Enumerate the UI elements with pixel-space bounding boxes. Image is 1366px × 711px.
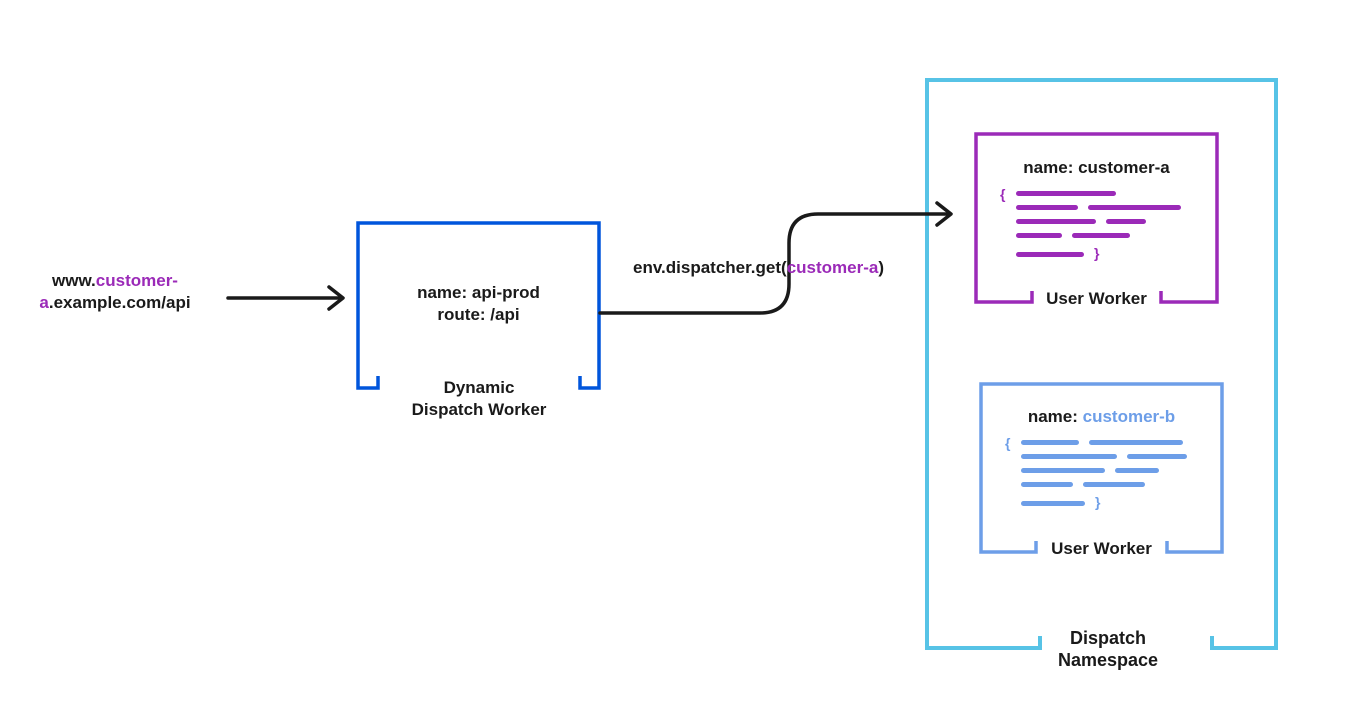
worker-a-caption: User Worker — [1046, 289, 1147, 308]
dispatch-namespace-box — [925, 78, 1278, 650]
worker-b-caption: User Worker — [1051, 539, 1152, 558]
dispatch-call-param: customer-a — [786, 258, 879, 277]
close-brace-glyph: } — [1094, 245, 1100, 261]
dispatch-call-label: env.dispatcher.get(customer-a) — [633, 258, 884, 277]
worker-b-code-lines-illustration: { } — [1005, 436, 1211, 519]
open-brace-glyph: { — [1000, 186, 1006, 202]
dispatch-worker-caption: Dynamic Dispatch Worker — [411, 378, 547, 419]
dispatch-worker-meta: name: api-prod route: /api — [357, 282, 600, 326]
worker-a-code-lines-illustration: { } — [1000, 187, 1206, 270]
request-url-line2: a.example.com/api — [39, 293, 191, 312]
dispatch-namespace-caption: Dispatch Namespace — [1057, 628, 1159, 670]
worker-a-name: name: customer-a — [1023, 158, 1170, 177]
request-arrow-head — [327, 285, 345, 311]
open-brace-glyph: { — [1005, 435, 1011, 451]
request-url-line1: www.customer- — [52, 271, 178, 290]
dispatch-worker-route: route: /api — [437, 305, 520, 324]
dispatch-arrow-head — [935, 201, 953, 227]
close-brace-glyph: } — [1095, 494, 1101, 510]
request-url-label: www.customer- a.example.com/api — [10, 270, 220, 314]
user-worker-b-box — [979, 382, 1224, 554]
request-url-highlight-2: a — [39, 293, 49, 312]
dispatch-arrow — [598, 212, 950, 315]
worker-b-name-value: customer-b — [1082, 407, 1176, 426]
dynamic-dispatch-worker-box — [356, 221, 601, 390]
request-url-highlight-1: customer- — [95, 271, 178, 290]
user-worker-a-box — [974, 132, 1219, 304]
worker-b-name: name: customer-b — [1027, 407, 1176, 426]
dispatch-worker-name: name: api-prod — [417, 283, 540, 302]
